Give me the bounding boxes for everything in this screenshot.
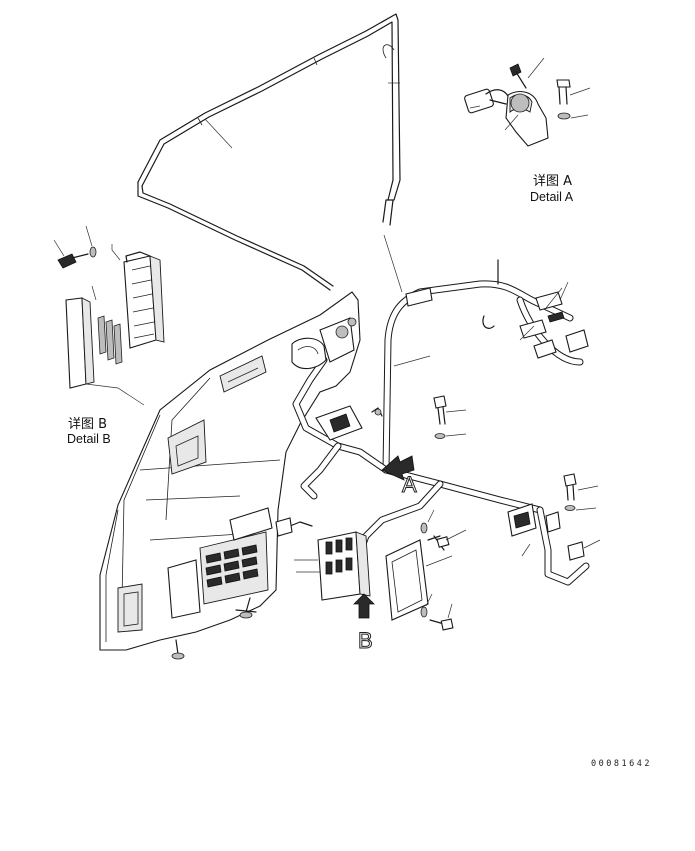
bolts-and-washers [371, 395, 601, 631]
roof-wire [137, 13, 403, 293]
detail-a-assembly: 详图 A Detail A [464, 57, 591, 204]
side-console-panel [99, 291, 361, 660]
view-arrow-a: A [381, 455, 418, 498]
drawing-number: 00081642 [591, 759, 652, 769]
detail-b-label-en: Detail B [67, 432, 111, 446]
view-b-letter: B [358, 628, 373, 653]
vent-grille [205, 544, 259, 588]
main-harness [292, 259, 590, 586]
harness-connectors [275, 281, 589, 561]
detail-a-label-en: Detail A [530, 190, 574, 204]
detail-a-label-cn: 详图 A [533, 174, 572, 189]
detail-b-label-cn: 详图 B [68, 417, 107, 432]
view-arrow-b: B [353, 593, 375, 654]
fuse-box [294, 531, 371, 601]
detail-b-assembly: 详图 B Detail B [53, 225, 165, 446]
view-a-letter: A [402, 472, 417, 497]
cover-plate [385, 539, 453, 621]
